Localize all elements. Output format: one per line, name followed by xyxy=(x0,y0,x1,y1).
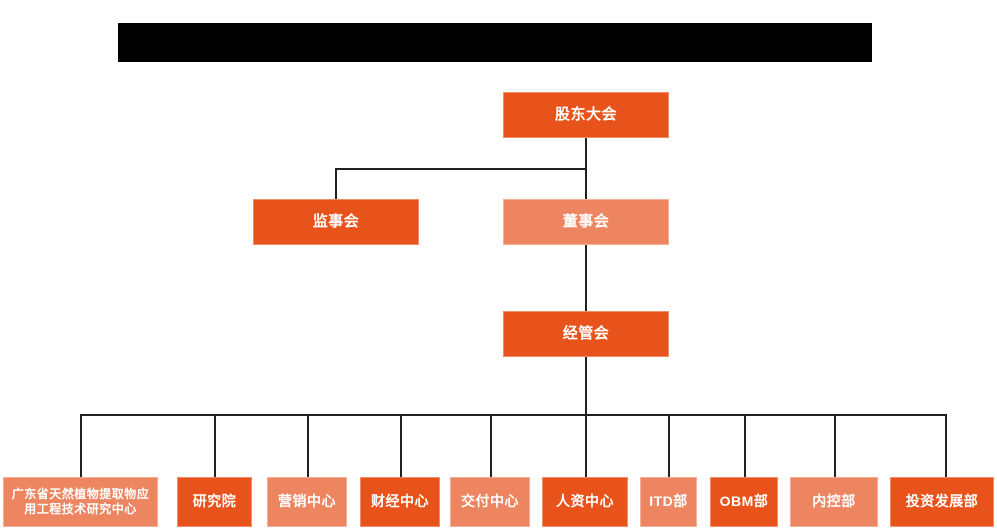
node-label: 经管会 xyxy=(562,324,610,342)
node-department-delivery-center[interactable]: 交付中心 xyxy=(450,477,530,527)
node-label: 财经中心 xyxy=(371,493,429,510)
node-label: 交付中心 xyxy=(461,493,519,510)
connector-drop-dept-9 xyxy=(834,414,836,477)
node-label: 投资发展部 xyxy=(905,493,979,510)
node-label: 董事会 xyxy=(562,212,610,230)
node-department-hr-center[interactable]: 人资中心 xyxy=(542,477,628,527)
node-department-investment-development[interactable]: 投资发展部 xyxy=(890,477,994,527)
connector-drop-dept-5 xyxy=(490,414,492,477)
node-management-committee[interactable]: 经管会 xyxy=(503,311,669,357)
connector-directors-to-management xyxy=(585,245,587,311)
node-board-of-supervisors[interactable]: 监事会 xyxy=(253,199,419,245)
connector-drop-dept-8 xyxy=(744,414,746,477)
redacted-title-bar xyxy=(118,23,872,62)
node-department-gd-research-center[interactable]: 广东省天然植物提取物应用工程技术研究中心 xyxy=(3,477,158,527)
connector-supervisors-drop xyxy=(335,168,337,199)
node-label: 监事会 xyxy=(312,212,360,230)
connector-drop-dept-3 xyxy=(307,414,309,477)
node-label: 研究院 xyxy=(192,493,237,510)
node-label: 股东大会 xyxy=(554,105,617,123)
connector-drop-dept-4 xyxy=(400,414,402,477)
connector-directors-drop xyxy=(585,168,587,199)
node-board-of-directors[interactable]: 董事会 xyxy=(503,199,669,245)
connector-shareholders-down xyxy=(585,137,587,170)
connector-drop-dept-6 xyxy=(585,414,587,477)
connector-drop-dept-2 xyxy=(214,414,216,477)
node-department-marketing-center[interactable]: 营销中心 xyxy=(267,477,347,527)
node-label: 内控部 xyxy=(812,493,856,510)
connector-management-down xyxy=(585,357,587,415)
node-department-internal-control[interactable]: 内控部 xyxy=(790,477,878,527)
node-label: 人资中心 xyxy=(556,493,614,510)
connector-drop-dept-7 xyxy=(668,414,670,477)
node-label: ITD部 xyxy=(649,493,688,510)
node-label: 广东省天然植物提取物应用工程技术研究中心 xyxy=(11,487,150,516)
connector-departments-bus xyxy=(80,414,946,416)
connector-drop-dept-1 xyxy=(80,414,82,477)
connector-row2-bus xyxy=(335,168,586,170)
node-shareholders-meeting[interactable]: 股东大会 xyxy=(503,92,669,138)
node-department-research-institute[interactable]: 研究院 xyxy=(177,477,252,527)
node-label: OBM部 xyxy=(719,493,769,510)
node-department-itd[interactable]: ITD部 xyxy=(640,477,697,527)
node-label: 营销中心 xyxy=(278,493,336,510)
node-department-finance-center[interactable]: 财经中心 xyxy=(360,477,440,527)
node-department-obm[interactable]: OBM部 xyxy=(710,477,778,527)
connector-drop-dept-10 xyxy=(945,414,947,477)
